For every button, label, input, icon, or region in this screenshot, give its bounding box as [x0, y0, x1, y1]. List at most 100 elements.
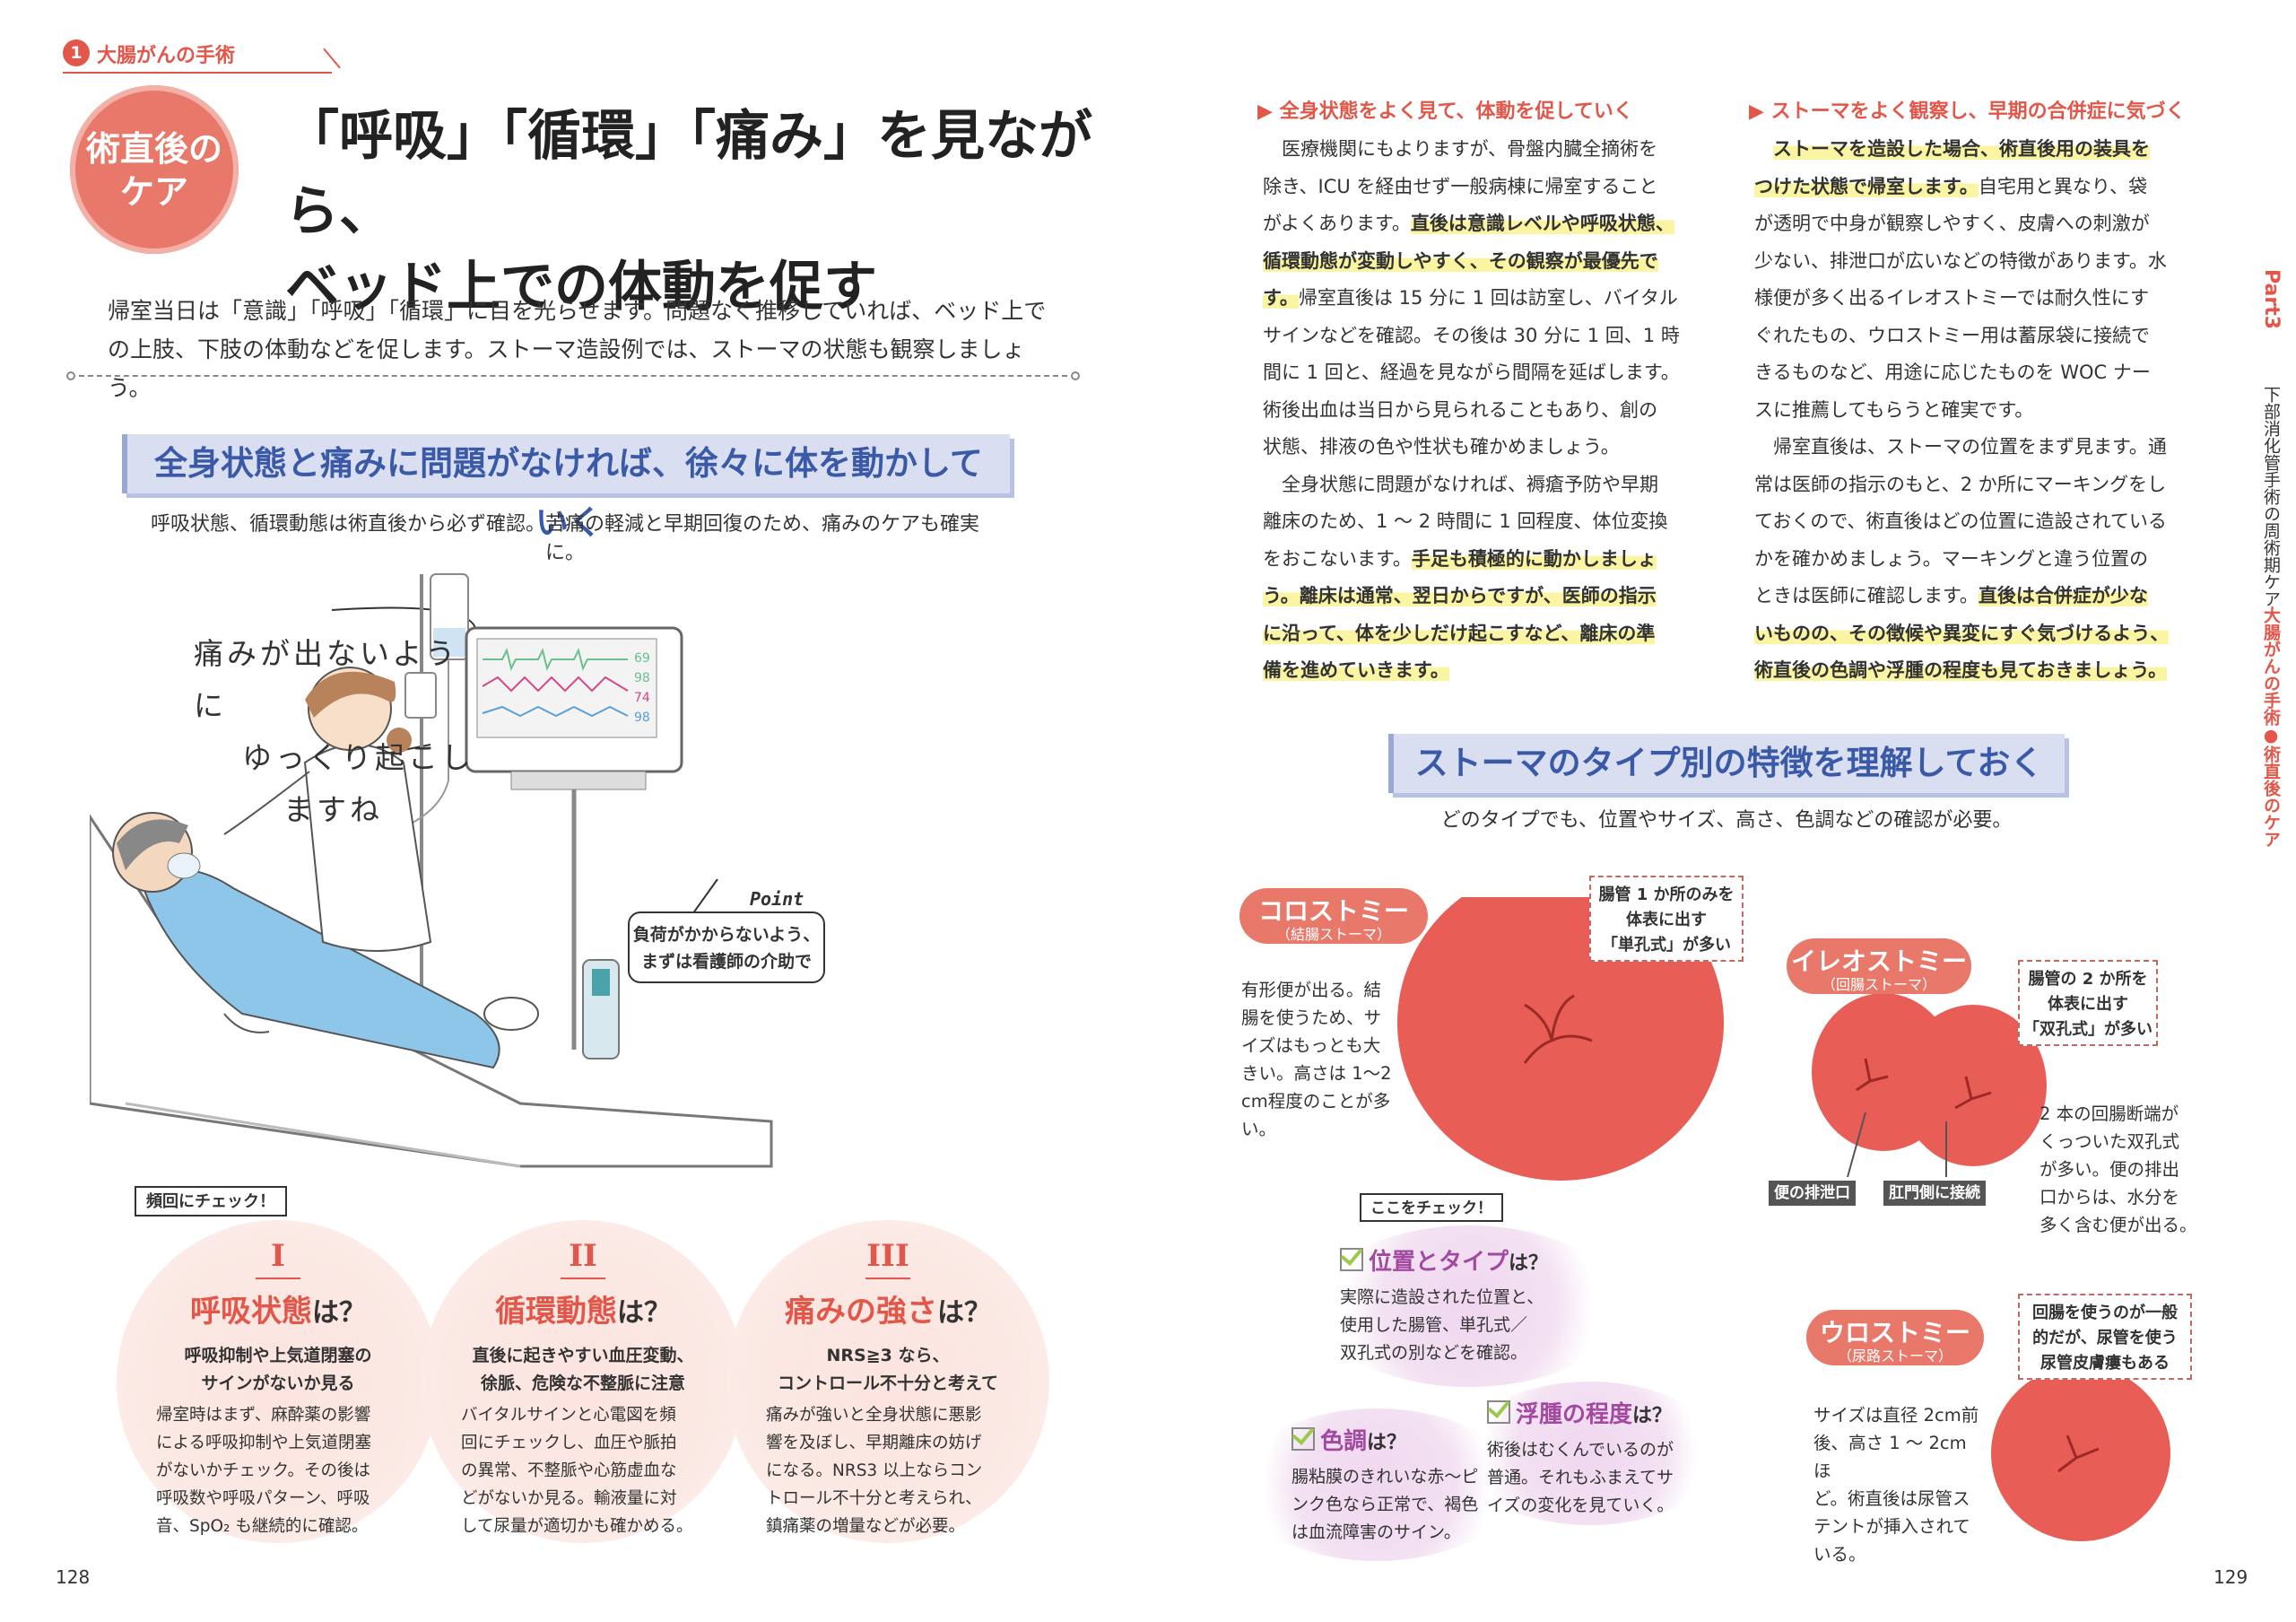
check-title: 痛みの強さ	[785, 1294, 937, 1330]
column-line: スに推薦してもらうと確実です。	[1754, 392, 2196, 430]
body-text: 様便が多く出るイレオストミーでは耐久性にす	[1754, 287, 2149, 309]
check-item-line: 普通。それもふまえてサ	[1487, 1468, 1674, 1487]
stoma-name: ウロストミー	[1819, 1318, 1970, 1347]
column-line: す。帰室直後は 15 分に 1 回は訪室し、バイタル	[1263, 280, 1702, 318]
check-circle-pain: III 痛みの強さは？ NRS≧3 なら、 コントロール不十分と考えて 痛みが強…	[726, 1220, 1049, 1543]
check-item-suffix: は？	[1509, 1252, 1549, 1275]
body-text: がよくあります。	[1263, 213, 1411, 234]
check-question: 痛みの強さは？	[726, 1286, 1049, 1330]
section-badge: 術直後の ケア	[70, 85, 239, 254]
check-here-tag: ここをチェック！	[1360, 1193, 1503, 1222]
column-line: 医療機関にもよりますが、骨盤内臓全摘術を	[1263, 131, 1702, 169]
body-line: 呼吸数や呼吸パターン、呼吸	[156, 1489, 370, 1508]
body-text: 間に 1 回と、経過を見ながら間隔を延ばします。	[1263, 362, 1680, 383]
monitor-base	[510, 771, 647, 790]
nurse-hair-bun	[387, 728, 412, 753]
side-subtitle: 大腸がんの手術●術直後のケア	[2261, 606, 2281, 848]
column-line: 状態、排液の色や性状も確かめましょう。	[1263, 429, 1702, 467]
body-line: がないかチェック。その後は	[156, 1461, 371, 1480]
title-line-1: 「呼吸」「循環」「痛み」を見ながら、	[285, 105, 1092, 243]
column-line: ておくので、術直後はどの位置に造設されている	[1754, 503, 2196, 541]
body-line: 回にチェックし、血圧や脈拍	[461, 1434, 677, 1452]
column-text: ストーマを造設した場合、術直後用の装具をつけた状態で帰室します。自宅用と異なり、…	[1754, 131, 2196, 690]
monitor-value-1: 69	[634, 651, 650, 666]
column-line: がよくあります。直後は意識レベルや呼吸状態、	[1263, 205, 1702, 243]
foot-pump-display	[592, 969, 610, 996]
speech-line: ゆっくり起こし	[242, 740, 474, 775]
ileostomy-note: 腸管の 2 か所を 体表に出す 「双孔式」が多い	[2018, 960, 2158, 1046]
column-line: ときは医師に確認します。直後は合併症が少な	[1754, 578, 2196, 615]
body-line: 鎮痛薬の増量などが必要。	[766, 1517, 966, 1536]
intro-text: 帰室当日は「意識」「呼吸」「循環」に目を光らせます。問題なく推移していれば、ベッ…	[108, 292, 1067, 407]
body-line: 痛みが強いと全身状態に悪影	[766, 1406, 982, 1425]
chapter-underline	[63, 72, 332, 74]
check-lead: 直後に起きやすい血圧変動、 徐脈、危険な不整脈に注意	[457, 1342, 709, 1398]
lead-line: 直後に起きやすい血圧変動、	[472, 1346, 694, 1365]
pressure-wave	[482, 676, 629, 693]
divider-dot	[1071, 371, 1080, 380]
lead-line: サインがないか見る	[201, 1373, 355, 1393]
stoma-subname: （結腸ストーマ）	[1275, 926, 1391, 943]
colostomy-label: コロストミー （結腸ストーマ）	[1239, 888, 1428, 944]
column-line: をおこないます。手足も積極的に動かしましょ	[1263, 541, 1702, 579]
lead-line: コントロール不十分と考えて	[777, 1373, 999, 1393]
desc-line: くっついた双孔式	[2039, 1131, 2180, 1152]
intro-divider	[66, 371, 1080, 380]
column-line: サインなどを確認。その後は 30 分に 1 回、1 時	[1263, 318, 1702, 355]
nurse-arm	[223, 771, 310, 835]
check-item-position: 位置とタイプは？ 実際に造設された位置と、 使用した腸管、単孔式／ 双孔式の別な…	[1340, 1243, 1591, 1367]
body-text: をおこないます。	[1263, 547, 1412, 570]
column-line: きるものなど、用途に応じたものを WOC ナー	[1754, 354, 2196, 392]
divider-dot	[66, 371, 75, 380]
chapter-number: 1	[63, 39, 90, 66]
body-text: 少ない、排泄口が広いなどの特徴があります。水	[1754, 249, 2167, 272]
check-item-suffix: は？	[1632, 1405, 1673, 1427]
check-item-line: 術後はむくんでいるのが	[1487, 1440, 1674, 1460]
body-text: 帰室直後は 15 分に 1 回は訪室し、バイタル	[1298, 287, 1678, 309]
note-line: 的だが、尿管を使う	[2032, 1329, 2178, 1347]
highlighted-text: ストーマを造設した場合、術直後用の装具を	[1773, 138, 2150, 160]
ecg-wave	[483, 648, 628, 671]
bed-rail	[125, 1102, 521, 1168]
note-line: 尿管皮膚瘻もある	[2040, 1354, 2170, 1373]
spo2-wave	[482, 705, 629, 718]
body-text: かを確かめましょう。マーキングと違う位置の	[1754, 547, 2149, 570]
column-line: 備を進めていきます。	[1263, 652, 1702, 690]
column-line: ストーマを造設した場合、術直後用の装具を	[1754, 131, 2196, 169]
highlighted-text: 手足も積極的に動かしましょ	[1411, 547, 1657, 570]
highlighted-text: 直後は合併症が少な	[1978, 585, 2148, 606]
roman-underline	[865, 1278, 910, 1279]
body-line: 音、SpO₂ も継続的に確認。	[156, 1517, 369, 1536]
roman-numeral: II	[569, 1238, 597, 1274]
lead-line: NRS≧3 なら、	[826, 1346, 950, 1365]
check-item-color: 色調は？ 腸粘膜のきれいな赤～ピ ンク色なら正常で、褐色 は血流障害のサイン。	[1292, 1423, 1507, 1547]
desc-line: 有形便が出る。結	[1241, 980, 1382, 1000]
patient-feet	[483, 997, 539, 1031]
check-item-line: ンク色なら正常で、褐色	[1292, 1495, 1479, 1514]
check-question: 循環動態は？	[422, 1286, 744, 1330]
check-item-title: 位置とタイプ	[1369, 1249, 1509, 1276]
nurse-hair	[305, 671, 396, 718]
column-line: 術直後の色調や浮腫の程度も見ておきましょう。	[1754, 652, 2196, 690]
note-line: 腸管の 2 か所を	[2028, 970, 2148, 989]
check-title: 循環動態	[495, 1294, 617, 1330]
highlighted-text: いものの、その徴候や異変にすぐ気づけるよう、	[1754, 622, 2170, 644]
check-lead: 呼吸抑制や上気道閉塞の サインがないか見る	[152, 1342, 404, 1398]
body-text: 常は医師の指示のもと、2 か所にマーキングをし	[1754, 473, 2167, 495]
highlighted-text: 術直後の色調や浮腫の程度も見ておきましょう。	[1754, 659, 2168, 681]
column-line: つけた状態で帰室します。自宅用と異なり、袋	[1754, 169, 2196, 206]
check-circle-circulation: II 循環動態は？ 直後に起きやすい血圧変動、 徐脈、危険な不整脈に注意 バイタ…	[422, 1220, 744, 1543]
colostomy-note: 腸管 1 か所のみを 体表に出す 「単孔式」が多い	[1589, 876, 1744, 962]
body-line: して尿量が適切かも確かめる。	[461, 1517, 693, 1536]
page-number-left: 128	[56, 1566, 91, 1588]
desc-line: が多い。便の排出	[2039, 1159, 2180, 1180]
speech-line: ますね	[283, 792, 383, 827]
point-callout: 負荷がかからないよう、 まずは看護師の介助で	[628, 911, 825, 983]
colostomy-opening	[1523, 994, 1593, 1064]
body-text: 状態、排液の色や性状も確かめましょう。	[1263, 436, 1620, 458]
chapter-underline-tail	[323, 48, 341, 69]
column-line: が透明で中身が観察しやすく、皮膚への刺激が	[1754, 205, 2196, 243]
body-text: 除き、ICU を経由せず一般病棟に帰室すること	[1263, 175, 1658, 197]
highlight-blob	[1317, 1225, 1622, 1387]
body-line: トロール不十分と考えられ、	[766, 1489, 982, 1508]
